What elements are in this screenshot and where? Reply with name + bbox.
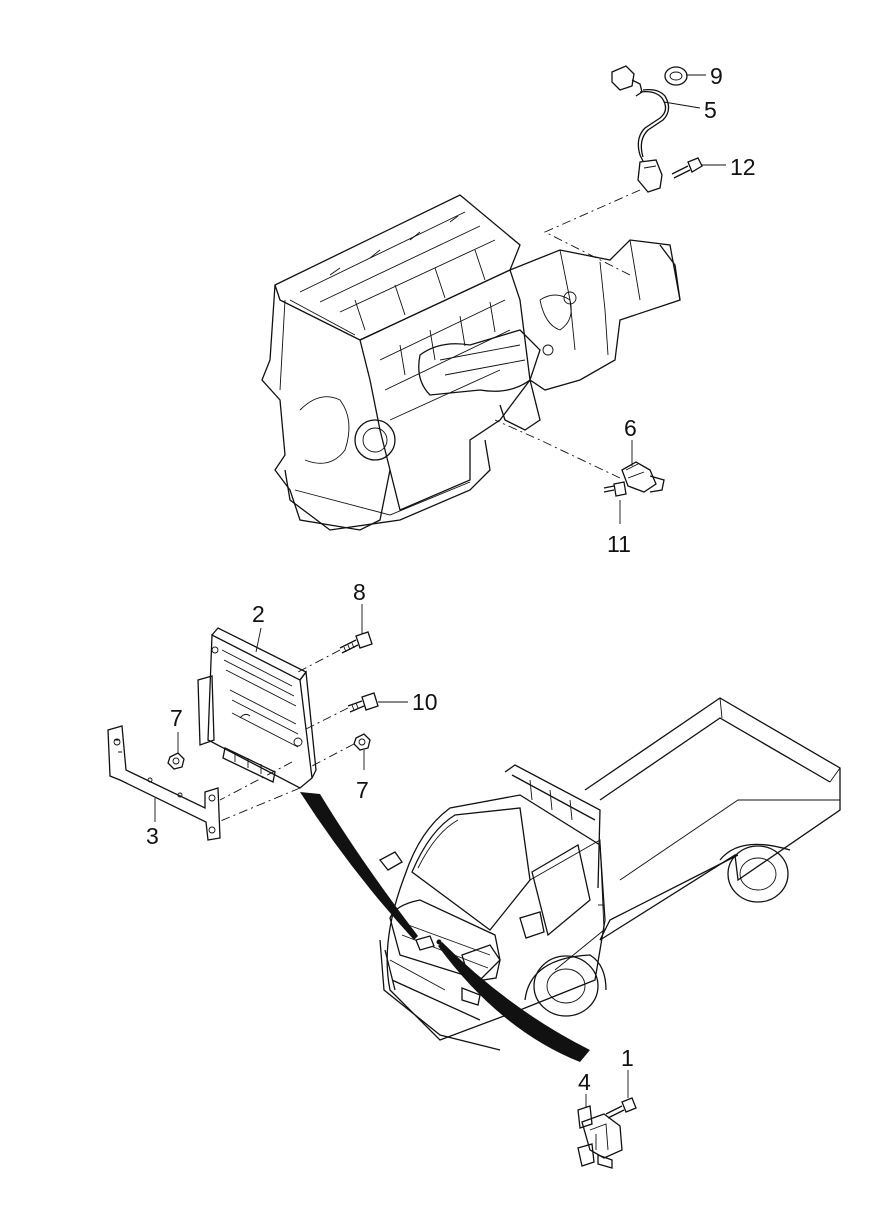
engine-assembly [261,194,681,531]
callout-4: 4 [578,1069,591,1095]
callout-7-left: 7 [170,705,183,731]
callout-12: 12 [730,154,756,180]
location-arrows [300,792,590,1062]
callout-3: 3 [146,823,159,849]
callout-8: 8 [353,579,366,605]
callout-6: 6 [624,415,637,441]
callout-labels: 9 5 12 6 11 8 2 10 7 7 3 1 4 [146,63,756,1095]
crank-sensor-assembly [494,419,665,497]
callout-9: 9 [710,63,723,89]
speed-sensor-assembly [543,65,703,276]
ecu-unit [197,627,317,789]
callout-11: 11 [607,531,631,557]
callout-2: 2 [252,601,265,627]
callout-5: 5 [704,97,717,123]
relay-sensor-assembly [577,1097,637,1169]
callout-1: 1 [621,1045,634,1071]
callout-7-right: 7 [356,777,369,803]
ecu-fasteners [167,631,379,823]
leader-lines [154,74,726,1108]
callout-10: 10 [412,689,438,715]
ecu-bracket [107,725,221,841]
truck-illustration [379,697,841,1051]
